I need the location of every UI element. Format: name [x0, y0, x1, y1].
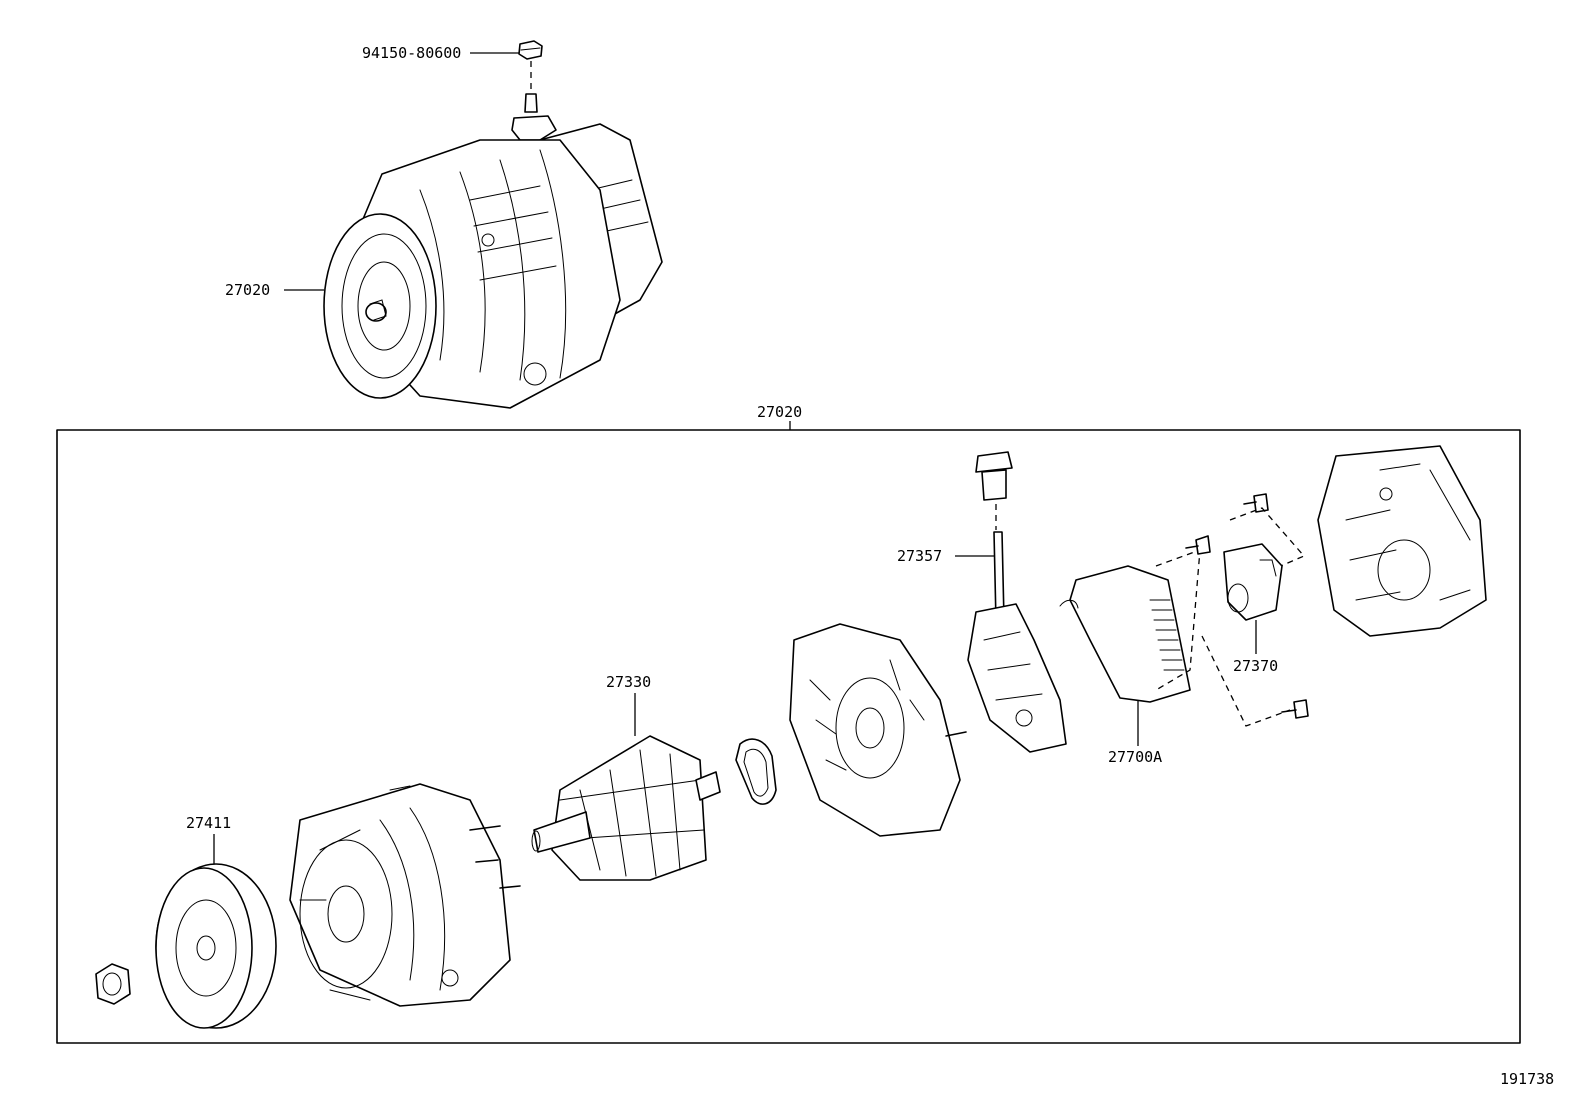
part-label-27330: 27330: [606, 673, 652, 691]
rotor-27330-drawing: [531, 735, 721, 881]
part-label-27700a: 27700A: [1108, 748, 1163, 766]
alternator-assembly-drawing: [323, 40, 663, 409]
kit-bracket-frame: [56, 429, 1521, 1044]
terminal-insulator-drawing: [975, 451, 1013, 501]
pulley-27411-drawing: [155, 863, 277, 1029]
part-label-27411: 27411: [186, 814, 232, 832]
hex-nut-drawing: [95, 963, 131, 1005]
part-label-27370: 27370: [1233, 657, 1279, 675]
part-label-27357: 27357: [897, 547, 943, 565]
rectifier-holder-drawing: [967, 603, 1067, 753]
brush-holder-27370-drawing: [1223, 543, 1283, 621]
part-label-27020-kit: 27020: [757, 403, 803, 421]
part-label-27020-assembly: 27020: [225, 281, 271, 299]
part-label-94150-80600: 94150-80600: [362, 44, 462, 62]
retainer-ring-drawing: [735, 738, 777, 805]
screws-drawing: [1185, 493, 1309, 719]
figure-number: 191738: [1500, 1070, 1555, 1088]
regulator-27700a-drawing: [1059, 565, 1191, 703]
drive-end-frame-drawing: [289, 783, 521, 1007]
rectifier-end-frame-drawing: [789, 623, 967, 837]
rear-end-cover-drawing: [1317, 445, 1487, 637]
terminal-nut-94150-80600: [518, 40, 543, 60]
